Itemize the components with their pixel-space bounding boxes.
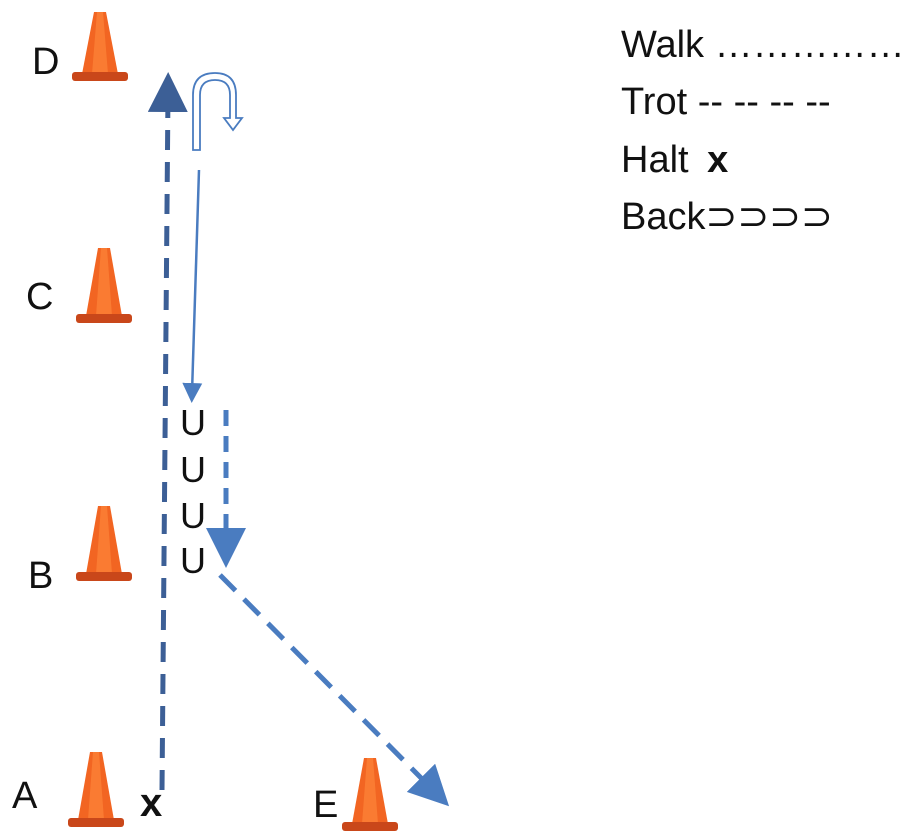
legend-walk: Walk ……………	[621, 26, 905, 64]
cone-label-d: D	[32, 41, 60, 83]
cone-c	[76, 248, 132, 323]
cone-label-e: E	[313, 784, 339, 826]
u-turn-icon	[192, 72, 244, 151]
back-mark: U	[180, 495, 206, 536]
legend-walk-label: Walk	[621, 24, 705, 66]
cone-e	[342, 758, 398, 831]
cone-a	[68, 752, 124, 827]
back-mark: U	[180, 402, 206, 443]
cone-b	[76, 506, 132, 581]
cone-d	[72, 12, 128, 81]
legend-back-label: Back	[621, 196, 706, 238]
legend-halt-symbol: x	[707, 139, 729, 181]
walk-path-to-b	[182, 169, 203, 403]
legend-halt-label: Halt	[621, 139, 689, 181]
back-mark: U	[180, 540, 206, 581]
cone-label-c: C	[26, 276, 54, 318]
legend-back: Back⊃⊃⊃⊃	[621, 198, 833, 236]
trot-path-to-e	[218, 573, 450, 807]
halt-mark: x	[140, 781, 163, 825]
trot-path-a-to-d	[147, 72, 188, 791]
legend-trot: Trot -- -- -- --	[621, 83, 831, 121]
cone-label-a: A	[12, 775, 38, 817]
legend-trot-symbol: -- -- -- --	[697, 81, 831, 123]
legend-halt: Halt x	[621, 141, 728, 179]
cone-label-b: B	[28, 555, 54, 597]
legend-walk-symbol: ……………	[714, 24, 905, 66]
legend-back-symbol: ⊃⊃⊃⊃	[705, 196, 833, 238]
legend-trot-label: Trot	[621, 81, 688, 123]
back-mark: U	[180, 449, 206, 490]
